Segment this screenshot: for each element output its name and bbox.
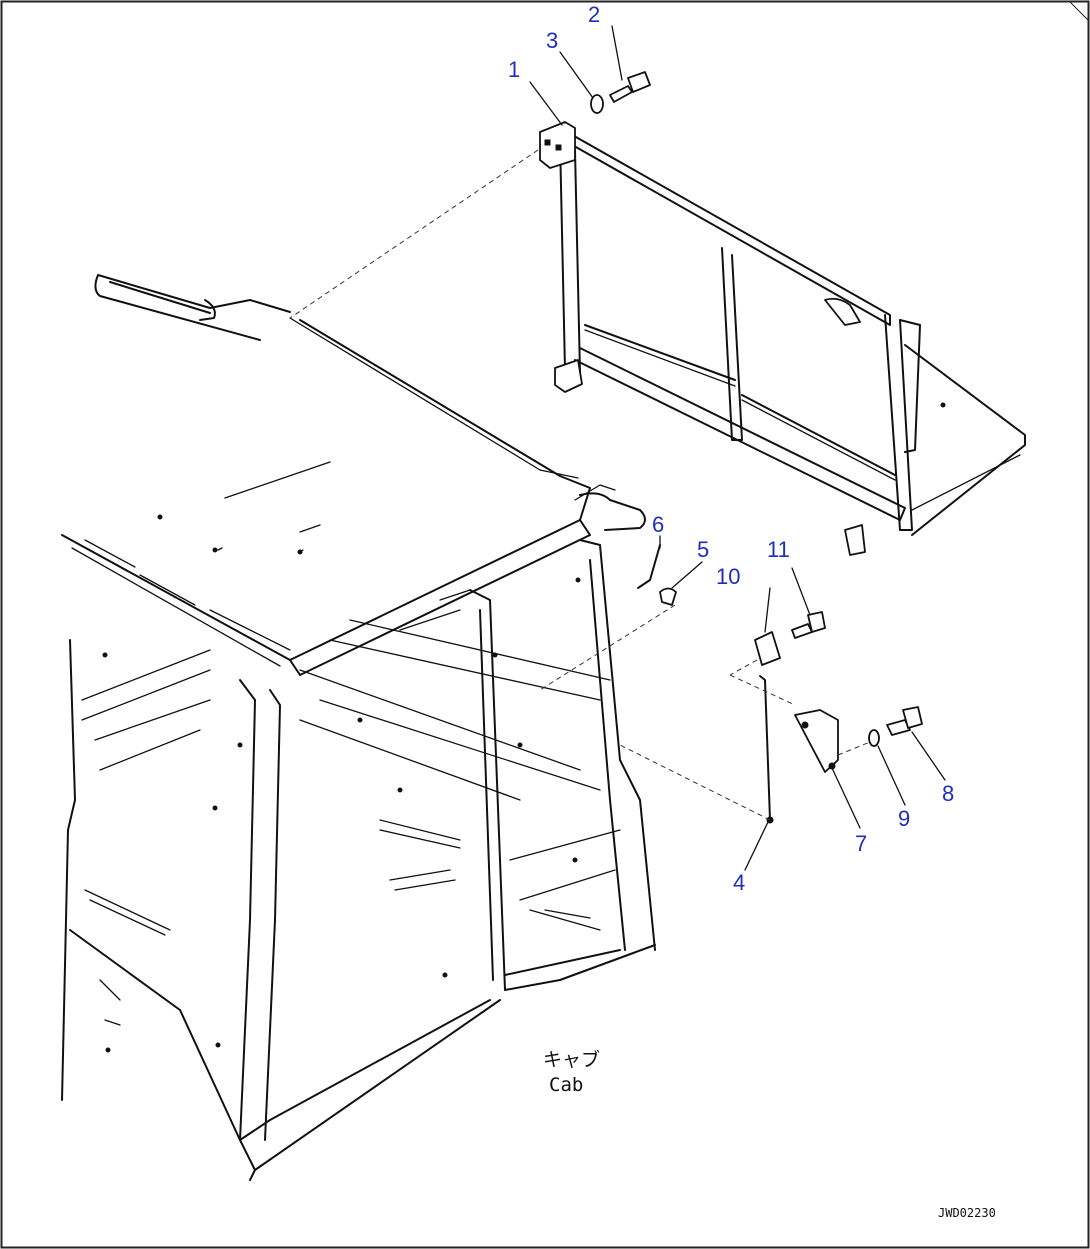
roof-rail	[94, 274, 291, 341]
front-pillar-left	[239, 679, 256, 1181]
callout-3: 3	[546, 28, 558, 53]
callout-2: 2	[588, 2, 600, 27]
guard-foot-right	[844, 524, 866, 556]
callout-6: 6	[652, 512, 664, 537]
leader-lines	[529, 25, 946, 871]
cab-caption-japanese: キャブ	[543, 1048, 600, 1071]
front-pillar-right	[579, 539, 656, 951]
clip-5	[659, 587, 677, 606]
roof-panel	[61, 319, 591, 661]
lower-frame	[504, 944, 656, 991]
corner-fold	[1068, 1, 1089, 22]
callout-labels: 1 2 3 4 5 6 7 8 9 10 11	[508, 2, 954, 895]
rod-4	[759, 675, 771, 821]
bolt-11	[791, 623, 813, 639]
assembly-lines	[289, 149, 871, 821]
cab-rivets	[102, 514, 581, 1053]
cab-assembly	[61, 274, 656, 1181]
bolt-2	[609, 85, 633, 103]
callout-7: 7	[855, 831, 867, 856]
pin-6	[637, 544, 661, 589]
callout-4: 4	[733, 870, 745, 895]
callout-9: 9	[898, 806, 910, 831]
clamp-10	[754, 631, 781, 666]
bolt-8	[886, 719, 911, 736]
hardware-parts	[590, 71, 923, 824]
cab-caption-english: Cab	[549, 1074, 583, 1096]
left-side-wall	[61, 639, 76, 1101]
callout-8: 8	[942, 781, 954, 806]
door-pillar	[469, 589, 506, 991]
callout-5: 5	[697, 537, 709, 562]
callout-11: 11	[767, 537, 790, 562]
washer-9	[868, 729, 880, 747]
drawing-code: JWD02230	[938, 1206, 996, 1220]
guard-frame	[539, 121, 1026, 556]
callout-10: 10	[716, 564, 740, 589]
washer-3	[590, 94, 604, 114]
guard-foot-left	[554, 359, 583, 393]
callout-1: 1	[508, 57, 520, 82]
